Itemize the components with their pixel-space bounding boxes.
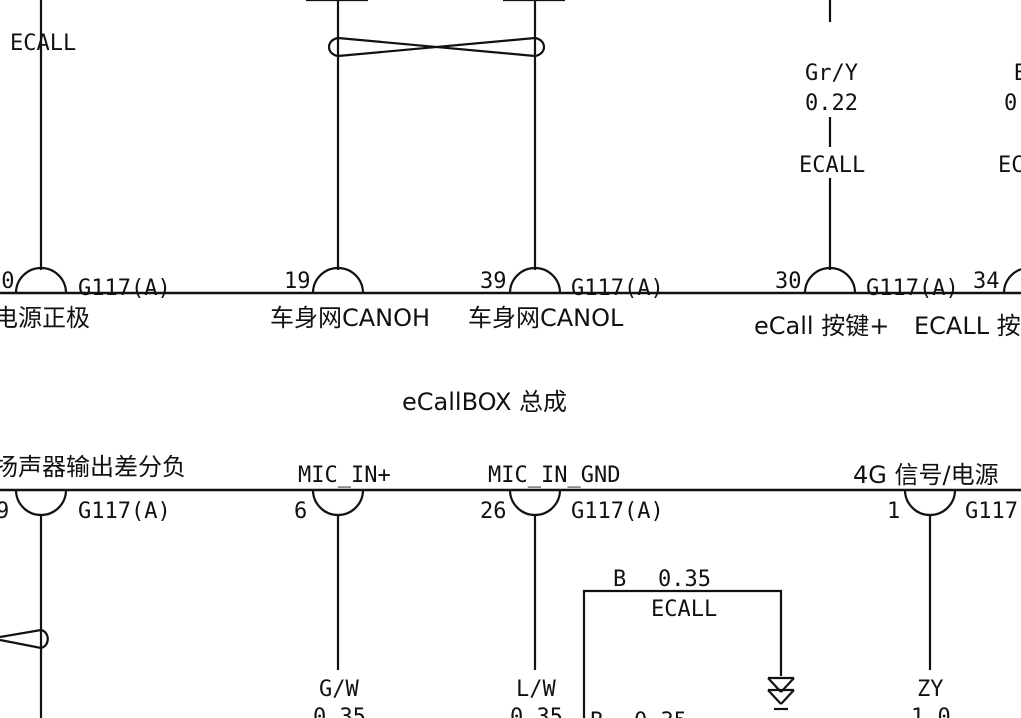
ground-lower-color: B [590, 709, 603, 718]
pin-function: eCall 按键+ [754, 312, 889, 340]
ground-symbol-icon [767, 676, 795, 711]
ground-lower-gauge: 0.35 [634, 709, 687, 718]
wire-color: B [1014, 61, 1021, 86]
wire-color: L/W [516, 677, 556, 702]
top-pin-19: 19 车身网CANOH [270, 0, 430, 332]
ground-wire-gauge: 0.35 [658, 567, 711, 592]
wire-color: G/W [319, 677, 359, 702]
connector-id: G117(A) [78, 499, 171, 524]
bottom-pin-9: 扬声器输出差分负 9 G117(A) [0, 453, 186, 718]
twist-fragment [0, 628, 49, 650]
pin-number: 34 [973, 269, 1000, 294]
pin-number: 6 [294, 499, 307, 524]
twist-line-b [337, 36, 536, 58]
wire-gauge: 0.22 [805, 91, 858, 116]
wire-color: ZY [917, 677, 944, 702]
pin-number: 1 [887, 499, 900, 524]
pin-function: 扬声器输出差分负 [0, 453, 186, 481]
pin-arc [803, 266, 857, 294]
pin-number: 30 [775, 269, 802, 294]
twist-left [327, 36, 339, 58]
connector-id: G117(A) [78, 276, 171, 301]
pin-arc [311, 489, 365, 517]
pin-function: MIC_IN+ [298, 463, 391, 488]
pin-function: ECALL 按键 [914, 312, 1021, 340]
pin-arc [14, 489, 68, 517]
wire-gauge: 0.35 [313, 705, 366, 718]
connector-id: G117( [965, 499, 1021, 524]
pin-function: 车身网CANOH [270, 304, 430, 332]
pin-function: MIC_IN_GND [488, 463, 620, 488]
bottom-pin-6: MIC_IN+ 6 G/W 0.35 [294, 463, 391, 718]
pin-arc [508, 266, 562, 294]
pin-arc [311, 266, 365, 294]
pin-function: 车身网CANOL [468, 304, 624, 332]
module-title: eCallBOX 总成 [402, 388, 567, 416]
pin-function: 电源正极 [0, 304, 90, 332]
twist-right [534, 36, 546, 58]
twisted-pair [306, 0, 565, 58]
pin-arc [14, 266, 68, 294]
pin-arc [903, 489, 957, 517]
ground-wire: B 0.35 ECALL B 0.35 [582, 567, 795, 718]
pin-number: 9 [0, 499, 9, 524]
pin-number: 19 [284, 269, 311, 294]
ground-wire-path [582, 589, 783, 718]
top-pin-39: 39 G117(A) 车身网CANOL [468, 0, 664, 332]
ground-wire-color: B [613, 567, 626, 592]
wire-gauge: 0.22 [1004, 91, 1021, 116]
connector-id: G117(A) [866, 276, 959, 301]
wire-gauge: 1.0 [911, 705, 951, 718]
wire-label: ECALL [10, 31, 76, 56]
bottom-pin-26: MIC_IN_GND 26 G117(A) L/W 0.35 [480, 463, 664, 718]
pin-number: 26 [480, 499, 507, 524]
pin-function: 4G 信号/电源 [853, 461, 999, 489]
top-pin-34: B 0.22 EC 34 ECALL 按键 [914, 61, 1021, 340]
connector-id: G117(A) [571, 499, 664, 524]
wire-label: ECALL [799, 153, 865, 178]
wire-color: Gr/Y [805, 61, 858, 86]
ground-wire-label: ECALL [651, 597, 717, 622]
top-pin-30: Gr/Y 0.22 ECALL 30 G117(A) eCall 按键+ [754, 0, 959, 340]
pin-number: 39 [480, 269, 507, 294]
wire-label: EC [998, 153, 1021, 178]
connector-id: G117(A) [571, 276, 664, 301]
wire-gauge: 0.35 [510, 705, 563, 718]
top-pin-20: ECALL 20 G117(A) 电源正极 [0, 0, 171, 332]
pin-arc [1002, 268, 1021, 294]
pin-number: 20 [0, 269, 15, 294]
bottom-pin-1: 4G 信号/电源 1 G117( ZY 1.0 [853, 461, 1021, 718]
pin-arc [508, 489, 562, 517]
